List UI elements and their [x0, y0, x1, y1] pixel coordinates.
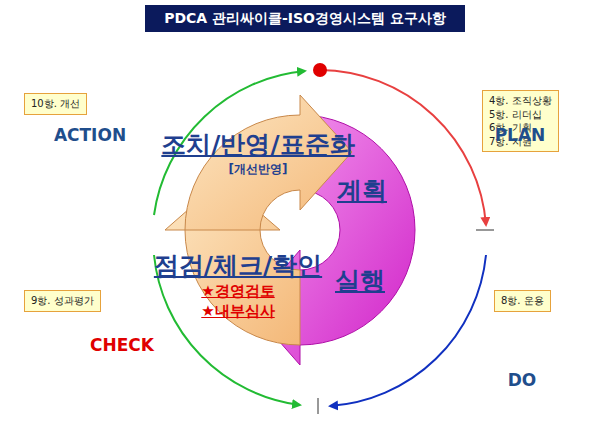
node-text: ★경영검토	[154, 282, 322, 302]
node-text: [개선반영]	[161, 161, 354, 178]
phase-label: CHECK	[90, 335, 154, 355]
node-text: 8항. 운용	[501, 294, 544, 308]
node-text: 실행	[335, 264, 385, 297]
node-text: 조치/반영/표준화	[161, 128, 354, 161]
node-text: ★내부심사	[154, 302, 322, 322]
node-text: 4항. 조직상황	[489, 94, 552, 108]
node-text: 9항. 성과평가	[31, 294, 94, 308]
stage-text: 실행	[331, 262, 389, 299]
stage-text: 계획	[333, 172, 391, 209]
clause-callout: 9항. 성과평가	[24, 290, 101, 312]
phase-label: ACTION	[54, 125, 126, 145]
node-text: 계획	[337, 174, 387, 207]
node-text: 5항. 리더십	[489, 108, 552, 122]
phase-label: DO	[508, 370, 537, 390]
stage-text: 조치/반영/표준화[개선반영]	[157, 126, 358, 180]
clause-callout: 8항. 운용	[494, 290, 551, 312]
node-text: 10항. 개선	[31, 97, 80, 111]
node-text: 점검/체크/확인	[154, 249, 322, 282]
title-bar: PDCA 관리싸이클-ISO경영시스템 요구사항	[145, 5, 465, 32]
clause-callout: 10항. 개선	[24, 93, 87, 115]
stage-text: 점검/체크/확인★경영검토★내부심사	[150, 247, 326, 323]
phase-label: PLAN	[495, 125, 546, 145]
